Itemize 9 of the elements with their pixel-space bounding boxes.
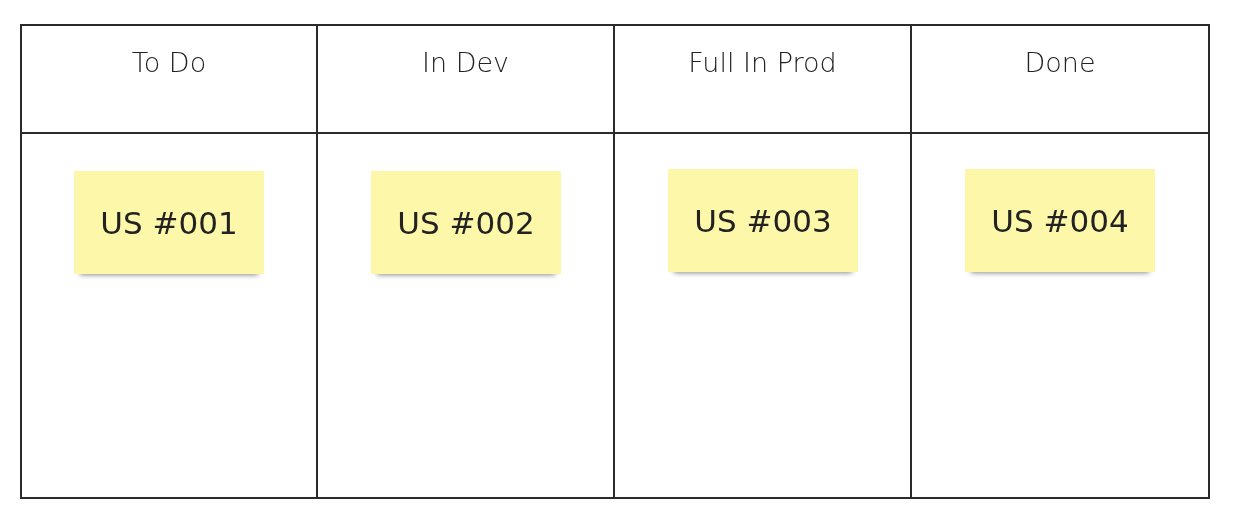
sticky-note: US #002 [371, 171, 561, 274]
sticky-note: US #003 [668, 169, 858, 272]
sticky-note: US #004 [965, 169, 1155, 272]
board-column [20, 24, 318, 499]
sticky-note: US #001 [74, 171, 264, 274]
board-column [316, 24, 615, 499]
board-column [613, 24, 912, 499]
column-header: Done [912, 26, 1208, 134]
board-column [910, 24, 1210, 499]
